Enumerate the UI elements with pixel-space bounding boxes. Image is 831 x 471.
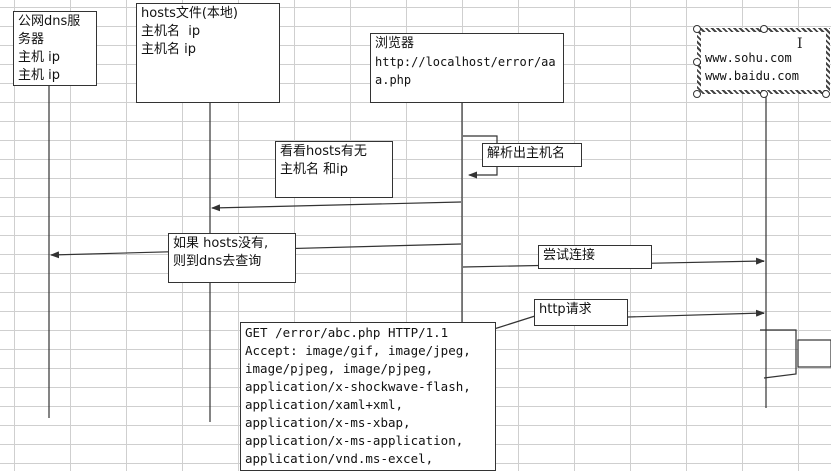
- dns-server-line-3: 主机 ip: [18, 50, 60, 65]
- server-sohu: www.sohu.com: [705, 51, 792, 65]
- http-header-line-4: application/x-shockwave-flash,: [245, 379, 471, 394]
- fallback-dns-line-2: 则到dns去查询: [173, 254, 262, 269]
- servers-box[interactable]: www.sohu.com www.baidu.com I: [697, 28, 830, 94]
- resize-handle-ml[interactable]: [693, 58, 701, 66]
- server-activation-box: [797, 339, 831, 368]
- server-activation: [760, 329, 797, 379]
- text-cursor-icon: I: [797, 36, 803, 52]
- hosts-file-line-3: 主机名 ip: [141, 42, 196, 57]
- browser-url-line-2: a.php: [375, 73, 412, 87]
- http-header-line-2: Accept: image/gif, image/jpeg,: [245, 343, 471, 358]
- fallback-dns-line-1: 如果 hosts没有,: [173, 236, 269, 251]
- parse-host-note: 解析出主机名: [482, 143, 582, 167]
- check-hosts-note: 看看hosts有无 主机名 和ip: [275, 141, 393, 198]
- http-header-line-8: application/vnd.ms-excel,: [245, 451, 434, 466]
- http-header-line-7: application/x-ms-application,: [245, 433, 464, 448]
- http-header-line-1: GET /error/abc.php HTTP/1.1: [245, 325, 449, 340]
- fallback-dns-note: 如果 hosts没有, 则到dns去查询: [168, 233, 296, 283]
- parse-host-label: 解析出主机名: [487, 146, 566, 161]
- browser-title: 浏览器: [375, 36, 415, 51]
- dns-server-box: 公网dns服 务器 主机 ip 主机 ip: [13, 11, 97, 86]
- dns-server-line-2: 务器: [18, 32, 45, 47]
- browser-box: 浏览器 http://localhost/error/aa a.php: [370, 33, 564, 103]
- http-header-line-5: application/xaml+xml,: [245, 397, 404, 412]
- try-connect-label: 尝试连接: [543, 248, 596, 263]
- http-header-line-6: application/x-ms-xbap,: [245, 415, 411, 430]
- check-hosts-line-1: 看看hosts有无: [280, 144, 367, 159]
- arrow-http-request: [627, 309, 765, 318]
- dns-server-line-4: 主机 ip: [18, 68, 60, 83]
- resize-handle-tl[interactable]: [693, 25, 701, 33]
- http-request-label: http请求: [539, 302, 592, 317]
- http-header-line-3: image/pjpeg, image/pjpeg,: [245, 361, 434, 376]
- http-header-box: GET /error/abc.php HTTP/1.1 Accept: imag…: [240, 322, 496, 471]
- resize-handle-tm[interactable]: [760, 25, 768, 33]
- arrow-browser-to-hosts: [211, 201, 462, 212]
- resize-handle-bl[interactable]: [693, 90, 701, 98]
- connector-header-to-request: [493, 315, 536, 330]
- http-request-note: http请求: [534, 299, 628, 326]
- resize-handle-bm[interactable]: [760, 90, 768, 98]
- resize-handle-br[interactable]: [822, 90, 830, 98]
- hosts-file-line-1: hosts文件(本地): [141, 6, 238, 21]
- server-baidu: www.baidu.com: [705, 69, 799, 83]
- check-hosts-line-2: 主机名 和ip: [280, 162, 348, 177]
- hosts-file-box: hosts文件(本地) 主机名 ip 主机名 ip: [136, 3, 280, 103]
- hosts-file-line-2: 主机名 ip: [141, 24, 201, 39]
- browser-url-line-1: http://localhost/error/aa: [375, 55, 556, 69]
- dns-server-line-1: 公网dns服: [18, 14, 81, 29]
- try-connect-note: 尝试连接: [538, 245, 652, 269]
